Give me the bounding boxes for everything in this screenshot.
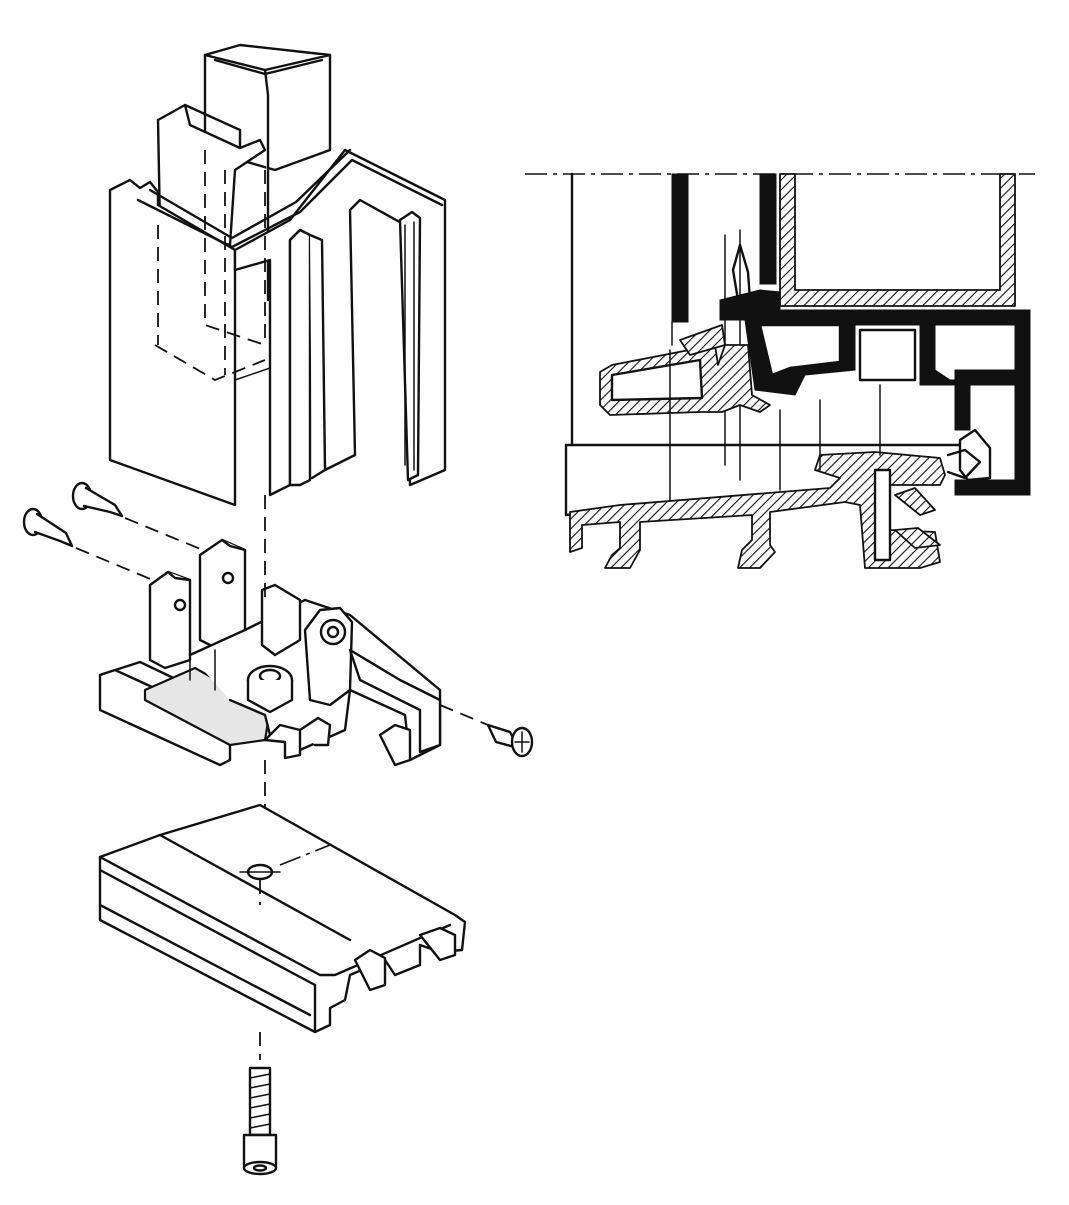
pin-lower [22,507,161,584]
sill-profile [98,760,467,1034]
side-screw [439,704,534,758]
pin-upper [71,481,216,556]
socket-head-bolt [242,1032,278,1176]
cross-section-detail [525,172,1035,569]
corner-connector-bracket [98,495,442,767]
fixing-pins [22,481,216,584]
vertical-mullion-profile [108,43,447,507]
